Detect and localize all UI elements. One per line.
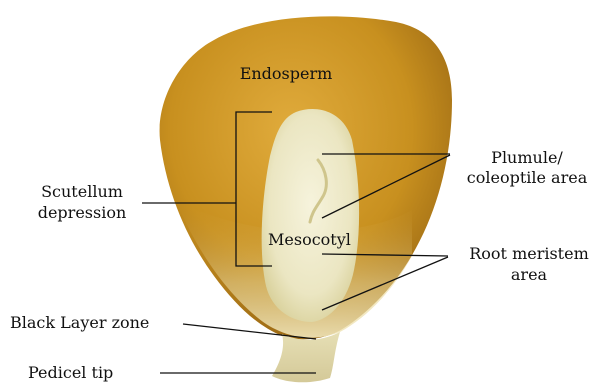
endosperm-label: Endosperm — [226, 64, 346, 84]
scutellum-label-line1: Scutellum — [24, 182, 140, 202]
root-meristem-label-line2: area — [452, 265, 606, 285]
scutellum-label-line2: depression — [24, 203, 140, 223]
pedicel-tip-label: Pedicel tip — [28, 363, 113, 383]
plumule-label-line1: Plumule/ — [448, 148, 606, 168]
scutellum-germ — [262, 109, 359, 322]
root-meristem-label-line1: Root meristem — [452, 244, 606, 264]
mesocotyl-label: Mesocotyl — [268, 230, 351, 250]
pedicel-stem — [272, 332, 340, 382]
plumule-label-line2: coleoptile area — [448, 168, 606, 188]
black-layer-label: Black Layer zone — [10, 313, 149, 333]
